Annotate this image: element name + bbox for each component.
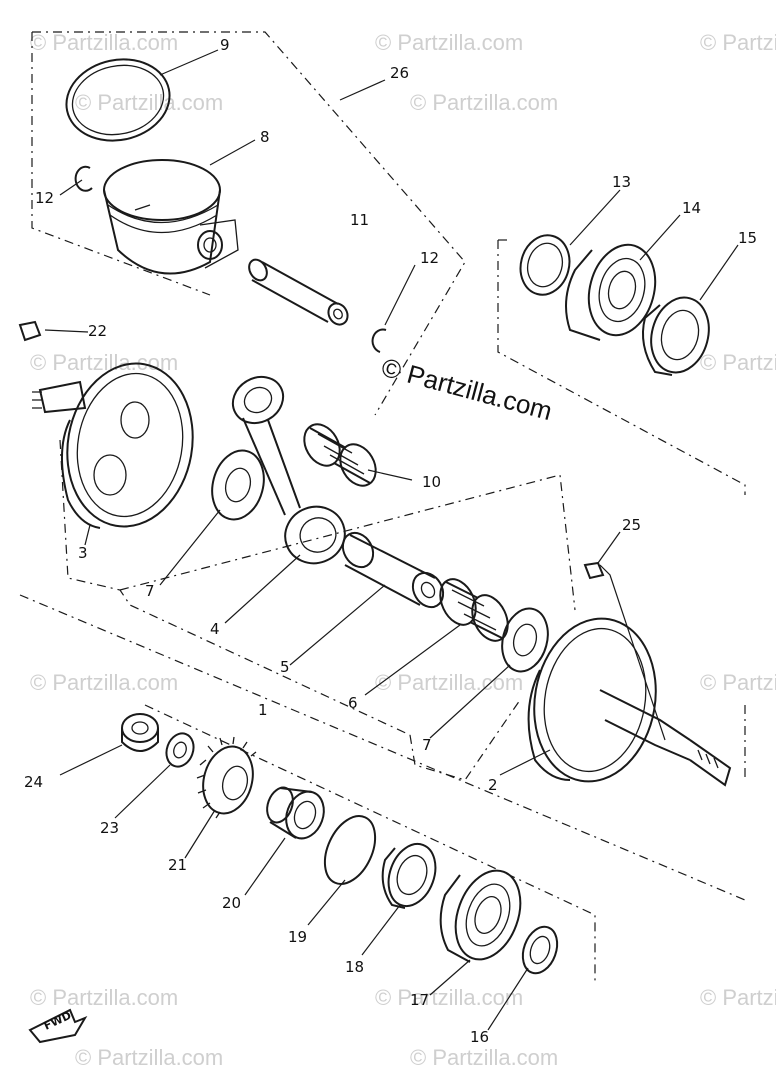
piston-pin-part <box>248 258 349 326</box>
leader-lines <box>44 49 739 1031</box>
circlip-right-part <box>371 328 387 353</box>
watermark-main: © Partzilla.com <box>378 352 555 426</box>
callout-26: 26 <box>390 64 409 82</box>
crank-left-part <box>32 362 194 529</box>
callout-17: 17 <box>410 991 429 1009</box>
callout-13: 13 <box>612 173 631 191</box>
piston-group-boundary <box>32 31 466 416</box>
circlip-left-part <box>74 165 93 192</box>
primary-drive-gear-part <box>196 736 257 819</box>
watermark-faint: © Partzilla.com <box>30 350 178 375</box>
watermark-faint: © Partzilla.com <box>30 670 178 695</box>
callout-18: 18 <box>345 958 364 976</box>
crank-group-boundary-top <box>119 474 576 611</box>
assembly-boundary-lines <box>19 31 746 985</box>
callout-10: 10 <box>422 473 441 491</box>
oil-seal-upper-part <box>642 296 710 376</box>
callout-16: 16 <box>470 1028 489 1046</box>
lower-boundary-line <box>19 594 746 901</box>
thrust-washer-left-part <box>211 449 265 521</box>
watermark-faint: © Partzilla.com <box>30 30 178 55</box>
watermark-faint: © Partzilla.com <box>700 30 776 55</box>
watermark-faint: © Partzilla.com <box>375 985 523 1010</box>
crank-pin-part <box>341 531 445 609</box>
callout-12-right: 12 <box>420 249 439 267</box>
forward-direction-arrow: FWD <box>28 1008 88 1044</box>
part-number-callouts: 9 26 8 12 11 12 13 14 15 22 10 3 25 7 4 … <box>24 36 757 1046</box>
callout-19: 19 <box>288 928 307 946</box>
callout-23: 23 <box>100 819 119 837</box>
callout-6: 6 <box>348 694 358 712</box>
watermark-faint: © Partzilla.com <box>30 985 178 1010</box>
bearing-group-boundary <box>497 240 746 495</box>
small-end-needle-bearing-part <box>303 423 377 487</box>
watermark-faint: © Partzilla.com <box>700 350 776 375</box>
callout-21: 21 <box>168 856 187 874</box>
big-end-needle-bearing-part <box>439 578 509 642</box>
watermark-faint: © Partzilla.com <box>410 1045 558 1070</box>
callout-1: 1 <box>258 701 268 719</box>
watermark-faint: © Partzilla.com <box>375 670 523 695</box>
callout-7-right: 7 <box>422 736 432 754</box>
woodruff-key-upper-part <box>18 320 42 342</box>
o-ring-part <box>323 815 377 885</box>
thrust-washer-right-part <box>501 607 549 673</box>
callout-3: 3 <box>78 544 88 562</box>
watermark-faint: © Partzilla.com <box>375 30 523 55</box>
lock-washer-part <box>165 732 195 768</box>
shim-lower-part <box>521 925 559 975</box>
oil-seal-lower-part <box>381 843 437 909</box>
fwd-label: FWD <box>42 1009 74 1033</box>
main-bearing-lower-part <box>439 869 522 963</box>
callout-5: 5 <box>280 658 290 676</box>
piston-group-boundary-left <box>31 32 211 296</box>
nut-part <box>121 713 159 752</box>
faint-watermarks: © Partzilla.com © Partzilla.com © Partzi… <box>30 30 776 1070</box>
connecting-rod-part <box>231 375 346 565</box>
crank-assembly-bracket <box>409 699 521 781</box>
main-bearing-upper-part <box>565 243 657 341</box>
collar-spacer-part <box>266 786 325 840</box>
callout-9: 9 <box>220 36 230 54</box>
shim-washer-part <box>519 234 571 296</box>
callout-8: 8 <box>260 128 270 146</box>
watermark-faint: © Partzilla.com <box>700 670 776 695</box>
watermark-faint: © Partzilla.com <box>75 1045 223 1070</box>
callout-24: 24 <box>24 773 43 791</box>
woodruff-key-lower-part <box>583 561 605 580</box>
callout-2: 2 <box>488 776 498 794</box>
piston-ring-part <box>65 58 171 142</box>
callout-22: 22 <box>88 322 107 340</box>
watermark-faint: © Partzilla.com <box>700 985 776 1010</box>
callout-20: 20 <box>222 894 241 912</box>
crank-right-part <box>527 617 732 787</box>
watermark-faint: © Partzilla.com <box>410 90 558 115</box>
callout-14: 14 <box>682 199 701 217</box>
gear-group-boundary <box>144 704 596 985</box>
callout-12-left: 12 <box>35 189 54 207</box>
callout-11: 11 <box>350 211 369 229</box>
callout-25: 25 <box>622 516 641 534</box>
watermark-faint: © Partzilla.com <box>75 90 223 115</box>
callout-4: 4 <box>210 620 220 638</box>
piston-part <box>103 159 239 275</box>
callout-15: 15 <box>738 229 757 247</box>
callout-7-left: 7 <box>145 582 155 600</box>
